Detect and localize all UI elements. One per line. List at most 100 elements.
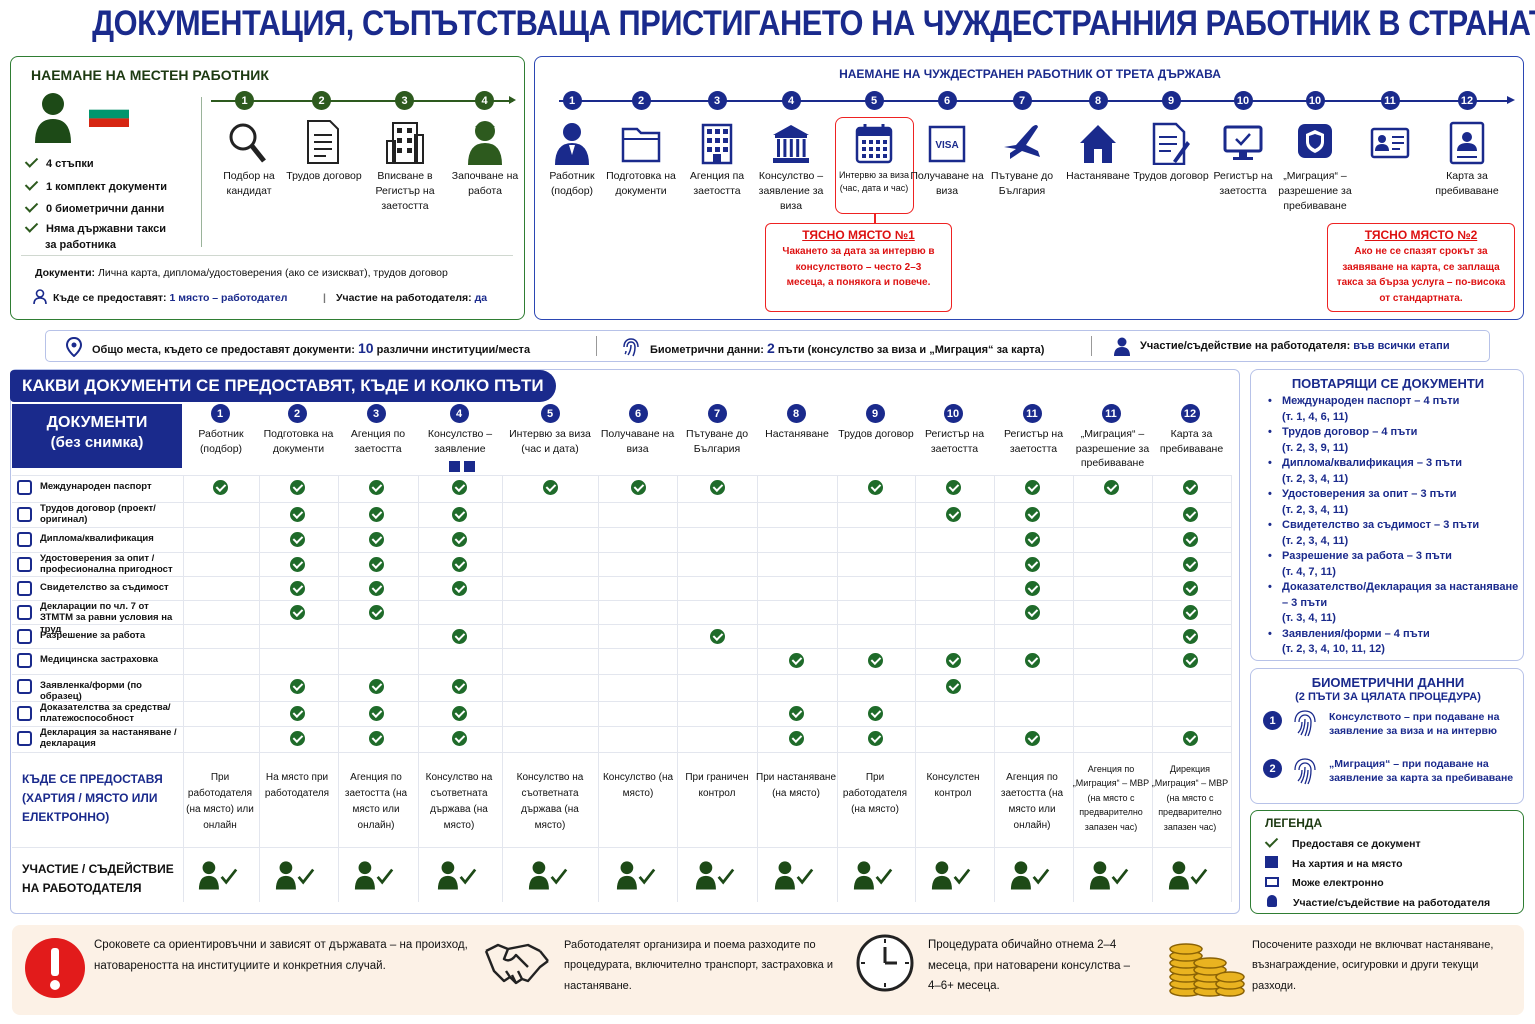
step-label: Получаване на виза (910, 170, 984, 198)
building-icon (464, 461, 475, 472)
row-label: Удостоверения за опит / професионална пр… (40, 553, 173, 576)
footer-band: Сроковете са ориентировъчни и зависят от… (12, 925, 1524, 1015)
person-icon (1267, 894, 1277, 907)
repeating-item: •Разрешение за работа – 3 пъти(т. 4, 7, … (1268, 550, 1452, 578)
fingerprint-icon (1294, 758, 1316, 785)
footer-note-2: Работодателят организира и поема разходи… (564, 939, 833, 992)
fingerprint-icon (623, 338, 639, 357)
check-mark (709, 479, 725, 495)
step-number: 4 (475, 91, 494, 110)
check-mark (289, 705, 305, 721)
check-mark (451, 479, 467, 495)
check-mark (630, 479, 646, 495)
check-mark (451, 678, 467, 694)
legend-panel: ЛЕГЕНДА Предоставя се документ На хартия… (1250, 810, 1524, 914)
where-cell: Агенция по „Миграция“ – МВР (на място с … (1072, 764, 1150, 832)
column-number: 8 (786, 404, 806, 423)
check-mark (289, 531, 305, 547)
check-mark (1182, 628, 1198, 644)
summary-participation: Участие/съдействие на работодателя: във … (1140, 340, 1450, 352)
check-mark (451, 556, 467, 572)
bottleneck-2-box: ТЯСНО МЯСТО №2 Ако не се спазят срокът з… (1327, 223, 1515, 312)
footer-note-4: Посочените разходи не включват настанява… (1252, 939, 1494, 992)
step-label: Пътуване до България (990, 170, 1054, 198)
column-number: 1 (210, 404, 230, 423)
step-label: Работник (подбор) (549, 170, 595, 198)
step-label: Агенция па заетостта (689, 170, 745, 198)
contract-icon (1152, 122, 1190, 165)
repeating-item: •Удостоверения за опит – 3 пъти(т. 2, 3,… (1268, 488, 1457, 516)
check-mark (212, 479, 228, 495)
employer-participation-icon (931, 861, 971, 890)
column-number: 11 (1101, 404, 1121, 423)
row-icon (17, 679, 32, 694)
column-number: 10 (943, 404, 963, 423)
house-icon (1080, 125, 1116, 163)
foreign-heading: НАЕМАНЕ НА ЧУЖДЕСТРАНЕН РАБОТНИК ОТ ТРЕТ… (839, 67, 1221, 81)
residence-card-icon (1449, 121, 1485, 165)
step-label: Подготовка на документи (606, 170, 676, 198)
step-number: 10 (1305, 91, 1325, 110)
building-icon (1265, 855, 1278, 868)
check-mark (451, 531, 467, 547)
employer-participation-icon (198, 861, 238, 890)
bottleneck-2-text: Ако не се спазят срокът за заявяване на … (1336, 246, 1506, 304)
check-mark (1024, 556, 1040, 572)
fact-item: 4 стъпки (25, 153, 175, 176)
where-cell: Консулстен контрол (926, 772, 980, 799)
row-icon (17, 706, 32, 721)
step-number: 1 (235, 91, 254, 110)
row-label: Свидетелство за съдимост (40, 582, 169, 593)
employer-participation-icon (437, 861, 477, 890)
local-facts: 4 стъпки 1 комплект документи 0 биометри… (25, 153, 175, 254)
check-mark (451, 506, 467, 522)
row-icon (17, 507, 32, 522)
repeating-item: •Международен паспорт – 4 пъти(т. 1, 4, … (1268, 395, 1460, 423)
clock-icon (856, 934, 914, 992)
employer-participation-icon (616, 861, 656, 890)
step-label: Консулство – заявление за виза (758, 170, 824, 213)
footer-note-1: Сроковете са ориентировъчни и зависят от… (94, 939, 468, 972)
check-mark (1024, 580, 1040, 596)
person-icon (1114, 337, 1130, 356)
check-mark (945, 678, 961, 694)
row-icon (17, 653, 32, 668)
step-label: Подбор на кандидат (223, 170, 275, 198)
check-mark (788, 730, 804, 746)
local-timeline (211, 100, 513, 102)
check-mark (368, 678, 384, 694)
repeating-item: •Заявления/форми – 4 пъти(т. 2, 3, 4, 10… (1268, 627, 1430, 656)
step-label: Вписване в Регистър на заетостта (375, 170, 435, 213)
biometric-title: БИОМЕТРИЧНИ ДАННИ (1311, 675, 1465, 690)
foreign-timeline (559, 100, 1509, 102)
table-section-title: КАКВИ ДОКУМЕНТИ СЕ ПРЕДОСТАВЯТ, КЪДЕ И К… (10, 370, 556, 402)
check-icon (25, 223, 38, 232)
fingerprint-icon (1294, 710, 1316, 737)
row-label: Декларация за настаняване / декларация (40, 727, 177, 750)
check-mark (1182, 556, 1198, 572)
check-mark (1103, 479, 1119, 495)
local-worker-panel: НАЕМАНЕ НА МЕСТЕН РАБОТНИК 4 стъпки 1 ко… (10, 56, 525, 320)
row-icon (17, 480, 32, 495)
step-number: 3 (707, 91, 727, 110)
bottleneck-2-title: ТЯСНО МЯСТО №2 (1364, 228, 1478, 242)
consulate-icon (773, 125, 809, 163)
step-number: 10 (1233, 91, 1253, 110)
check-mark (867, 479, 883, 495)
where-cell: При настаняване (на място) (756, 772, 837, 799)
documents-table-frame (10, 369, 1240, 914)
column-header: Агенция по заетостта (350, 428, 406, 455)
divider (201, 97, 202, 247)
where-cell: Консулство (на място) (602, 772, 674, 799)
column-header: Регистър на заетостта (924, 428, 985, 455)
check-mark (368, 506, 384, 522)
foreign-worker-panel: НАЕМАНЕ НА ЧУЖДЕСТРАНЕН РАБОТНИК ОТ ТРЕТ… (534, 56, 1524, 320)
biometric-number: 2 (1263, 759, 1282, 778)
step-number: 6 (937, 91, 957, 110)
check-mark (867, 652, 883, 668)
column-header: Регистър на заетостта (1003, 428, 1064, 455)
column-header: „Миграция“ – разрешение за пребиваване (1075, 428, 1150, 470)
column-header: Работник (подбор) (198, 428, 244, 455)
column-number: 7 (707, 404, 727, 423)
column-number: 11 (1022, 404, 1042, 423)
